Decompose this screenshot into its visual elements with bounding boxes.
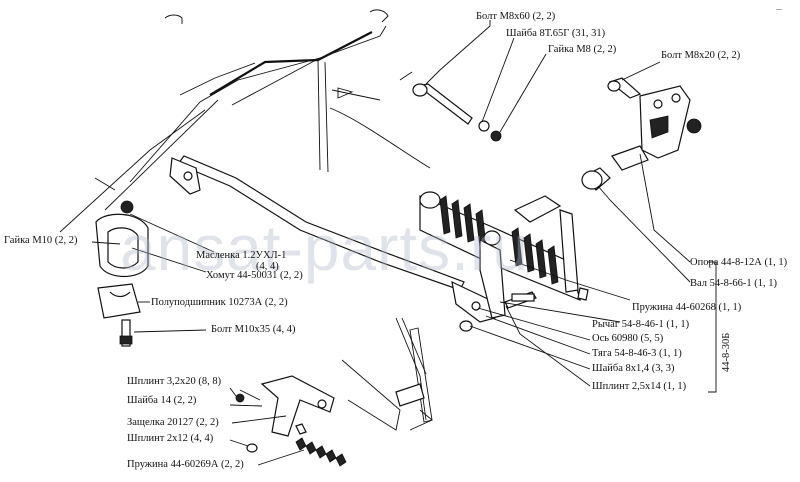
label-washer-14: Шайба 14 (2, 2) [127,395,197,406]
label-oiler: Масленка 1.2УХЛ-1 [196,250,286,261]
label-bolt-m10x35: Болт М10х35 (4, 4) [211,324,296,335]
label-rod: Тяга 54-8-46-3 (1, 1) [592,348,682,359]
label-half-bearing: Полуподшипник 10273А (2, 2) [151,297,288,308]
hand-lever [341,317,433,431]
lever-small-parts [459,287,589,332]
label-axle: Ось 60980 (5, 5) [592,333,664,344]
label-nut-m10: Гайка М10 (2, 2) [4,235,78,246]
label-cotter-2x12: Шплинт 2х12 (4, 4) [127,433,214,444]
label-bolt-m8x20: Болт М8х20 (2, 2) [661,50,741,61]
frame-outline [59,9,431,233]
label-washer-8t65g: Шайба 8Т.65Г (31, 31) [506,28,606,39]
label-cotter-32x20: Шплинт 3,2х20 (8, 8) [127,376,222,387]
label-spring-60268: Пружина 44-60268 (1, 1) [632,302,742,313]
corner-mark: ... [776,3,782,12]
label-oiler-qty: (4, 4) [256,261,279,272]
label-lever: Рычаг 54-8-46-1 (1, 1) [592,319,690,330]
leader-lines [91,20,717,466]
label-support: Опора 44-8-12А (1, 1) [690,257,788,268]
clamp-group [95,200,149,347]
label-clamp: Хомут 44-50031 (2, 2) [206,270,303,281]
label-spring-60269a: Пружина 44-60269А (2, 2) [127,459,244,470]
support-bracket [607,77,702,159]
rod-assembly [169,155,496,323]
watermark-text: ansat-parts.ru [120,212,529,284]
bolt-m8x60 [412,83,502,142]
label-washer-8x14: Шайба 8х1,4 (3, 3) [592,363,675,374]
label-shaft: Вал 54-8-66-1 (1, 1) [690,278,777,289]
label-nut-m8: Гайка М8 (2, 2) [548,44,617,55]
label-latch: Защелка 20127 (2, 2) [127,417,219,428]
label-cotter-25x14: Шплинт 2,5х14 (1, 1) [592,381,687,392]
part-labels: Болт М8х60 (2, 2) Шайба 8Т.65Г (31, 31) … [4,3,788,470]
latch-assembly [235,375,347,467]
spring-coils [439,195,559,285]
group-label: 44-8-30Б [721,333,732,372]
label-bolt-m8x60: Болт М8х60 (2, 2) [476,11,556,22]
